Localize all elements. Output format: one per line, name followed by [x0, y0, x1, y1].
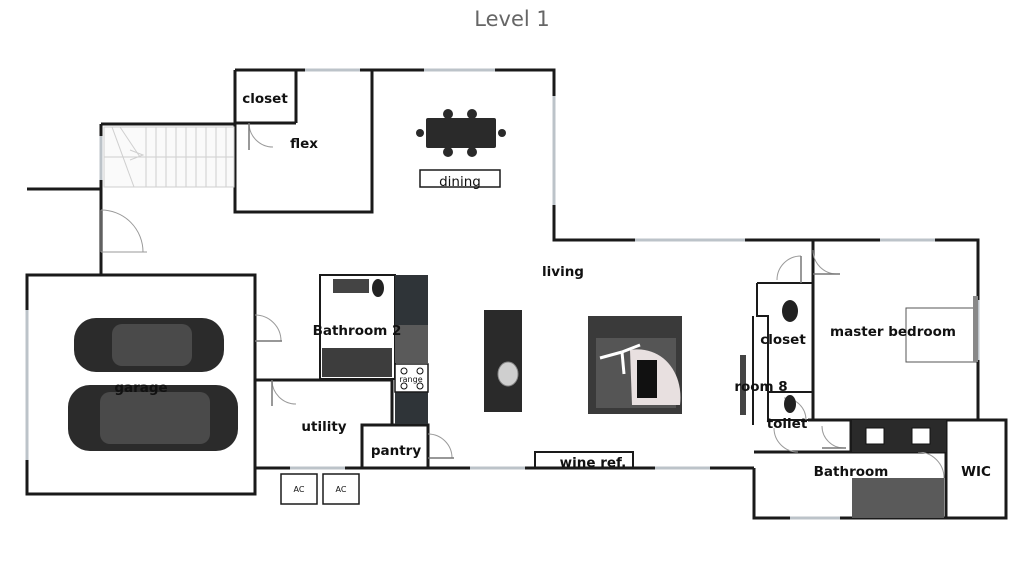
label-garage: garage [114, 380, 167, 396]
label-pantry: pantry [371, 443, 421, 459]
label-bathroom2: Bathroom 2 [313, 323, 402, 339]
plan-title: Level 1 [474, 7, 549, 31]
kitchen-island-icon [484, 310, 522, 412]
label-flex: flex [290, 136, 318, 152]
bed-icon [905, 296, 978, 363]
master-bath-fixtures-icon [740, 300, 946, 518]
label-closet-master: closet [760, 332, 806, 348]
label-closet-top: closet [242, 91, 288, 107]
label-utility: utility [301, 419, 346, 435]
suv-icon [68, 385, 238, 451]
doors [100, 122, 945, 479]
sofa-icon [588, 316, 682, 414]
label-ac2: AC [336, 485, 347, 494]
label-bathroom: Bathroom [814, 464, 889, 480]
dining-label-box [419, 169, 501, 188]
label-wic: WIC [961, 464, 991, 480]
label-ac1: AC [294, 485, 305, 494]
label-toilet: toilet [767, 416, 808, 432]
label-dining: dining [439, 174, 481, 190]
label-range: range [399, 375, 422, 384]
bathroom2-fixtures-icon [322, 275, 428, 424]
label-room8: room 8 [734, 379, 787, 395]
car-icon [74, 318, 224, 372]
label-master-bedroom: master bedroom [830, 324, 956, 340]
range-icon [394, 363, 429, 393]
ac-unit-2 [322, 473, 360, 505]
staircase [103, 126, 235, 188]
dining-table-icon [416, 109, 506, 157]
ac-unit-1 [280, 473, 318, 505]
label-living: living [542, 264, 584, 280]
label-wine-ref: wine ref. [560, 455, 627, 471]
